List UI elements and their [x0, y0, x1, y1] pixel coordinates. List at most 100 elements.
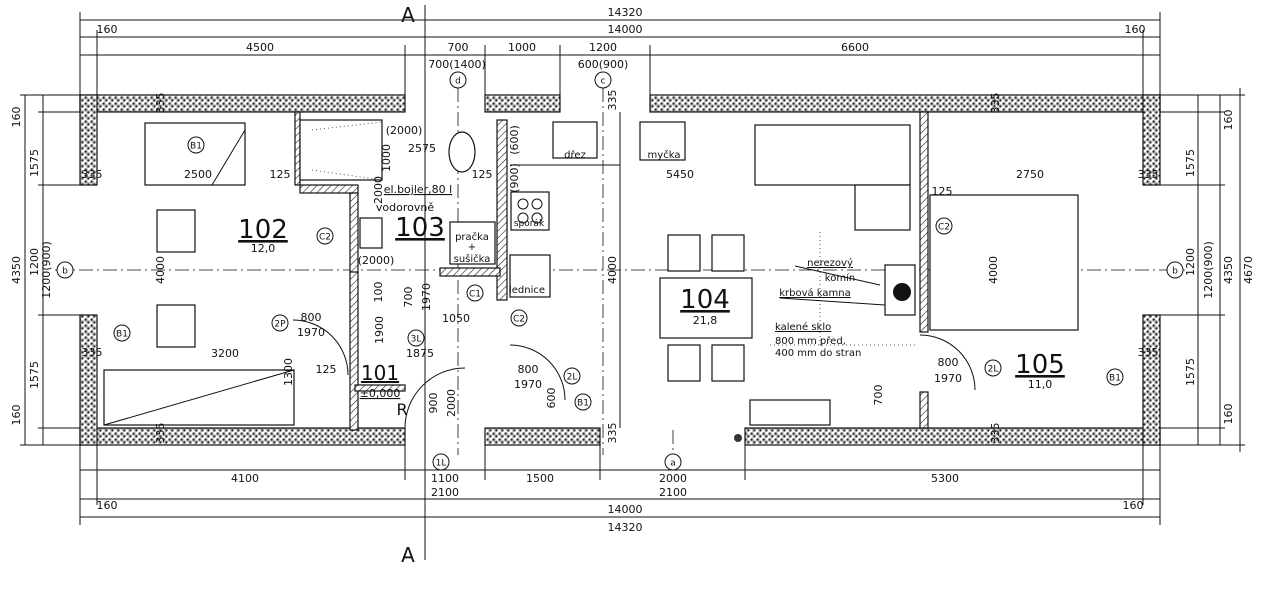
wall-dimension: 335 [1138, 168, 1159, 181]
axis-marker: c [601, 77, 606, 87]
dining-table [659, 277, 753, 339]
dimension-label: 6600 [841, 41, 869, 54]
exterior-wall [1142, 94, 1161, 186]
stair-mark: R [396, 400, 407, 419]
chair [156, 209, 196, 253]
wall-dimension: 335 [82, 168, 103, 181]
wall-dimension: 335 [154, 423, 167, 444]
fireplace-label: krbová kamna [779, 287, 851, 299]
chimney-icon [893, 283, 911, 301]
door-tag-circle [271, 314, 289, 332]
exterior-wall [1142, 314, 1161, 446]
interior-wall [919, 111, 929, 333]
axis-marker: b [62, 267, 68, 277]
dimension-label: 2000 [445, 389, 458, 417]
dimension-label: 125 [932, 185, 953, 198]
dimension-label: 160 [1125, 23, 1146, 36]
dimension-label: 4670 [1242, 256, 1255, 284]
dimension-label: 4000 [606, 256, 619, 284]
door-swing-2L [919, 334, 976, 391]
dimension-label: 1200 [28, 248, 41, 276]
dimension-label: 5300 [931, 472, 959, 485]
axis-marker-circle [1166, 261, 1184, 279]
element-tag-circle [187, 136, 205, 154]
room-number-103: 103 [395, 213, 445, 243]
dimension-label: 2000 [659, 472, 687, 485]
element-tag: C2 [513, 315, 525, 325]
dishwasher-label: myčka [648, 149, 681, 161]
element-tag: C2 [319, 233, 331, 243]
element-tag-circle [510, 309, 528, 327]
axis-marker: b [1172, 267, 1178, 277]
boiler-label: el.bojler,80 l [384, 183, 452, 196]
furniture [103, 112, 1079, 442]
dimension-label: 2000 [372, 176, 385, 204]
dimension-label: 4000 [154, 256, 167, 284]
dimension-label: 160 [1222, 404, 1235, 425]
element-tag-circle [316, 227, 334, 245]
dimension-label: 1200(900) [40, 241, 53, 299]
dimension-label: 2100 [659, 486, 687, 499]
dimension-label: (600) [508, 125, 521, 155]
dimension-label: 1200 [1184, 248, 1197, 276]
wall-dimension: 335 [606, 423, 619, 444]
element-tag: C2 [938, 223, 950, 233]
door-tag: 3L [411, 335, 422, 345]
wall-dimension: 335 [606, 90, 619, 111]
bed-102 [144, 122, 246, 186]
element-tag: B1 [1109, 374, 1121, 384]
interior-wall [299, 184, 359, 194]
dimension-label: 1900 [373, 316, 386, 344]
interior-wall [439, 267, 501, 277]
dimension-label: 3200 [211, 347, 239, 360]
axis-marker-circle [664, 453, 682, 471]
dimension-label: 160 [10, 405, 23, 426]
door-height: 1970 [514, 378, 542, 391]
dimension-label: 14320 [608, 521, 643, 534]
glass-note: kalené sklo [775, 321, 831, 333]
dimension-label: (2000) [358, 254, 395, 267]
element-tag: C1 [469, 290, 481, 300]
door-swing-1L [404, 367, 466, 429]
glass-note: 800 mm před, [775, 335, 846, 347]
element-tag-circle [1106, 368, 1124, 386]
interior-wall [294, 111, 301, 186]
interior-wall [349, 271, 359, 431]
dimension-label: 125 [316, 363, 337, 376]
dimension-label: 160 [97, 499, 118, 512]
element-tag: B1 [577, 399, 589, 409]
dimension-label: 1000 [508, 41, 536, 54]
interior-wall [496, 119, 508, 301]
dimension-label: 125 [472, 168, 493, 181]
dimension-label: 4500 [246, 41, 274, 54]
axis-marker-circle [56, 261, 74, 279]
fridge [509, 254, 551, 298]
dimension-label: 100 [372, 282, 385, 303]
axis-marker-circle [449, 71, 467, 89]
washbasin-102 [359, 217, 383, 249]
element-tag-circle [574, 393, 592, 411]
axis-marker-circle [594, 71, 612, 89]
dimension-label: 1575 [28, 149, 41, 177]
room-number-102: 102 [238, 215, 288, 245]
exterior-wall [79, 94, 406, 113]
washer-dryer [449, 221, 496, 265]
dimension-label: 1200(900) [1202, 241, 1215, 299]
dimension-label: 2750 [1016, 168, 1044, 181]
toilet-103 [448, 131, 476, 173]
dimension-label: (2000) [386, 124, 423, 137]
dimension-label: 700 [448, 41, 469, 54]
dimension-label: 4350 [1222, 256, 1235, 284]
washer-label: + [468, 242, 476, 253]
dimension-label: 1000 [380, 144, 393, 172]
boiler-orientation-label: vodorovně [376, 201, 434, 214]
dimension-label: 2500 [184, 168, 212, 181]
exterior-wall [484, 94, 561, 113]
stove-label: sporák [514, 219, 545, 229]
dimension-label: 1500 [526, 472, 554, 485]
door-swing-2P [292, 319, 349, 376]
door-tag-circle [432, 453, 450, 471]
chimney-label: nerezový [807, 257, 853, 269]
